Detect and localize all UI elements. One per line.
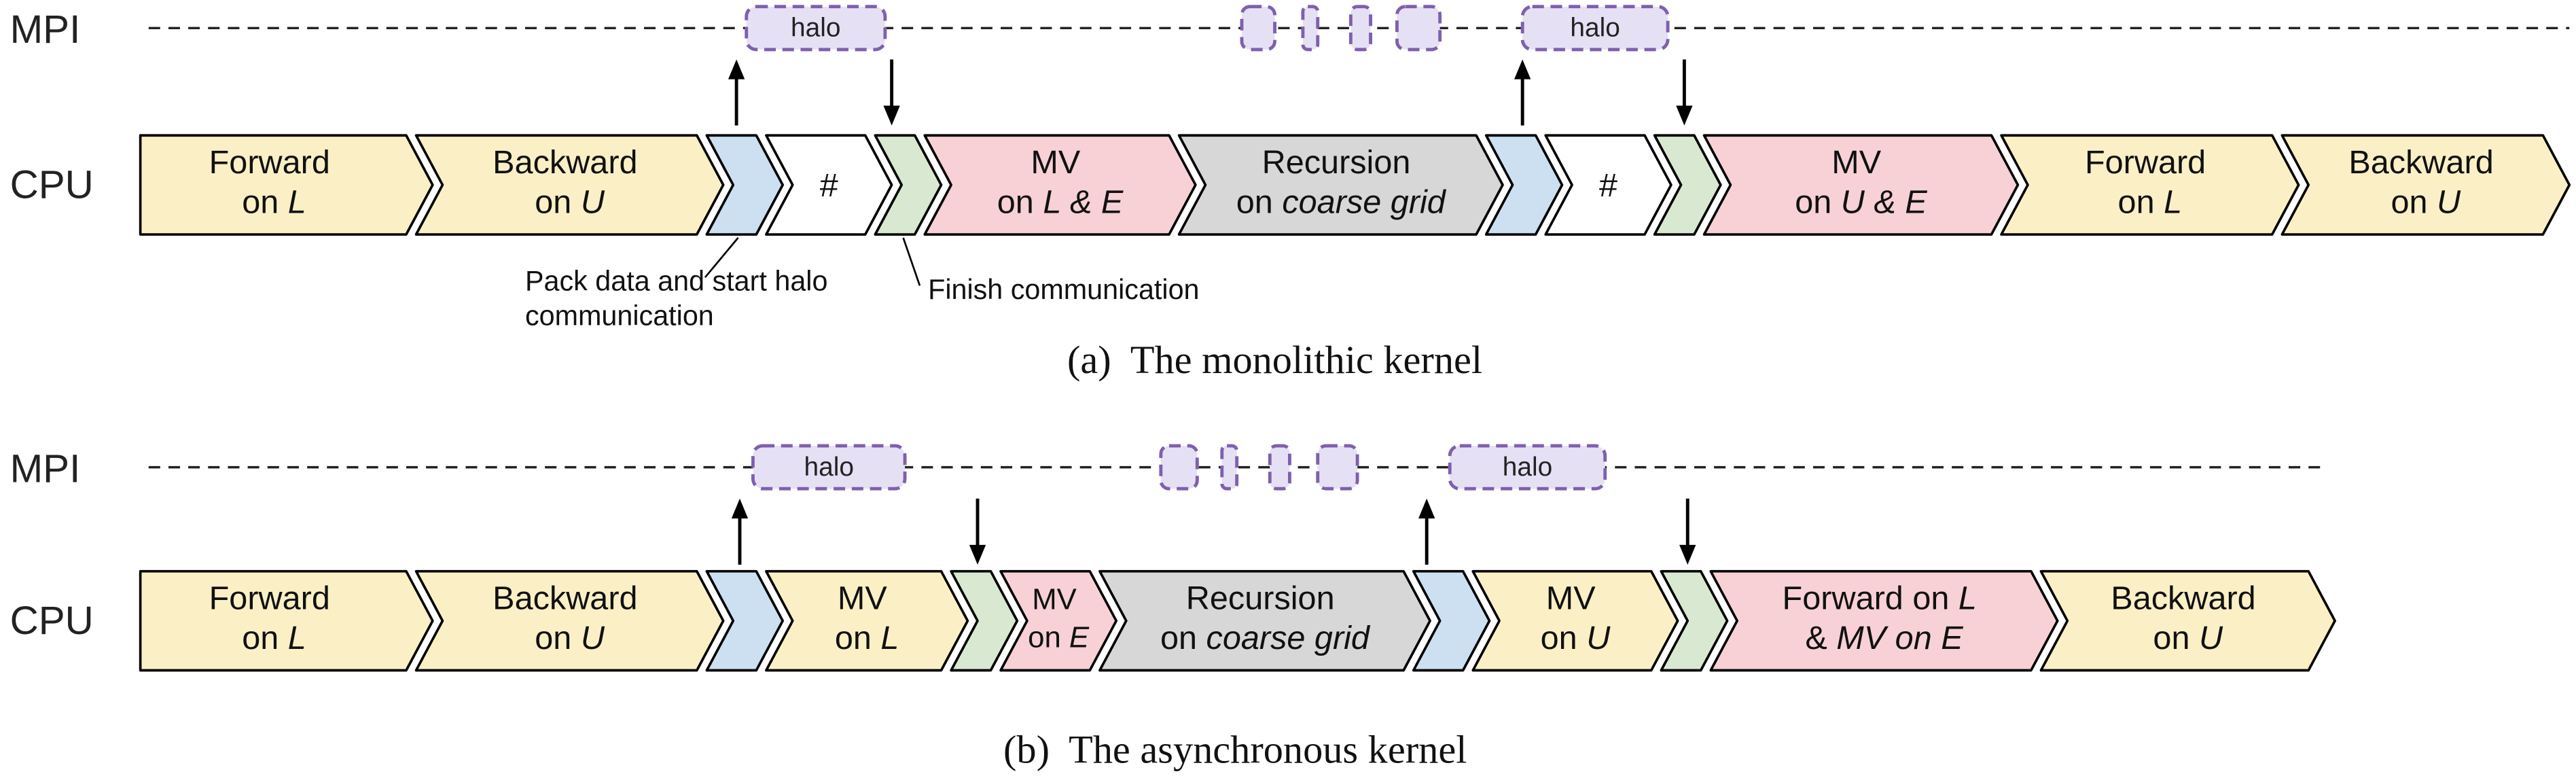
halo-box (1520, 5, 1670, 52)
annotation-line (704, 237, 739, 279)
block-label: Forward on L (209, 580, 340, 656)
receive-arrow (969, 498, 986, 565)
finish-chevron-2 (1653, 134, 1722, 236)
halo-box (745, 5, 887, 52)
annotation-line (902, 237, 921, 286)
panel-b: MPI halo halo CPU (10, 444, 2336, 772)
block-label: Backward on U (2111, 580, 2265, 656)
receive-arrow (1679, 498, 1696, 565)
caption-a: (a) The monolithic kernel (1067, 338, 1482, 382)
block-label: MV on U (1541, 580, 1611, 656)
mpi-message-box (1301, 5, 1320, 52)
pack-note-line1: Pack data and start halo (525, 266, 827, 297)
block-label: MV on E (1028, 583, 1090, 654)
pack-chevron (705, 569, 785, 672)
hash-block (765, 134, 893, 236)
send-arrow (1514, 59, 1531, 126)
send-arrow (1418, 498, 1435, 565)
mpi-message-box (1316, 444, 1359, 491)
mpi-message-box (1348, 5, 1372, 52)
mpi-message-box (1159, 444, 1199, 491)
cpu-block-forward-l (139, 134, 434, 236)
cpu-block-recursion (1177, 134, 1504, 236)
halo-label: halo (1503, 453, 1553, 482)
cpu-block-backward-u-2 (2039, 569, 2336, 672)
halo-box (1448, 444, 1607, 491)
mpi-message-box (1395, 5, 1442, 52)
receive-arrow (883, 59, 900, 126)
finish-chevron-2 (1660, 569, 1729, 672)
caption-b: (b) The asynchronous kernel (1003, 728, 1467, 772)
pack-chevron (705, 134, 785, 236)
hash-block-2 (1544, 134, 1672, 236)
block-label: # (1599, 167, 1617, 204)
cpu-block-forward-l-2 (2000, 134, 2300, 236)
cpu-block-mv-e (999, 569, 1118, 672)
block-label: Backward on U (493, 144, 647, 220)
cpu-block-recursion (1098, 569, 1431, 672)
block-label: MV on L (835, 580, 899, 656)
cpu-block-backward-u (414, 134, 725, 236)
cpu-row-label: CPU (10, 599, 94, 643)
cpu-block-mv-l (765, 569, 969, 672)
halo-label: halo (804, 453, 854, 482)
pack-note-line2: communication (525, 300, 714, 332)
mpi-row-label: MPI (10, 7, 81, 52)
block-label: Recursion on coarse grid (1160, 580, 1371, 656)
halo-label: halo (1570, 13, 1620, 42)
cpu-block-mv-u-e (1702, 134, 2020, 236)
mpi-message-box (1240, 5, 1276, 52)
block-label: # (820, 167, 838, 204)
block-label: MV on U & E (1795, 144, 1927, 220)
pack-chevron-2 (1412, 569, 1491, 672)
cpu-block-mv-u (1471, 569, 1679, 672)
halo-label: halo (791, 13, 841, 42)
block-label: Forward on L (2085, 144, 2215, 220)
block-label: Forward on L (209, 144, 340, 220)
block-label: Forward on L & MV on E (1783, 580, 1986, 656)
cpu-row-label: CPU (10, 163, 94, 207)
cpu-block-backward-u (414, 569, 725, 672)
receive-arrow (1676, 59, 1693, 126)
cpu-block-mv-l-e (923, 134, 1197, 236)
cpu-block-forward-l (139, 569, 434, 672)
mpi-message-box (1268, 444, 1291, 491)
panel-a: MPI halo halo CPU (10, 5, 2571, 382)
cpu-block-backward-u-2 (2280, 134, 2571, 236)
finish-chevron (950, 569, 1019, 672)
send-arrow (731, 498, 749, 565)
mpi-message-box (1220, 444, 1239, 491)
halo-box (751, 444, 907, 491)
block-label: Backward on U (2348, 144, 2503, 220)
send-arrow (728, 59, 745, 126)
finish-note: Finish communication (928, 274, 1199, 305)
mpi-row-label: MPI (10, 447, 81, 491)
cpu-block-forward-l-mv-e (1709, 569, 2059, 672)
block-label: Backward on U (493, 580, 647, 656)
block-label: MV on L & E (997, 144, 1124, 220)
block-label: Recursion on coarse grid (1236, 144, 1447, 220)
finish-chevron (874, 134, 943, 236)
pack-chevron-2 (1484, 134, 1564, 236)
